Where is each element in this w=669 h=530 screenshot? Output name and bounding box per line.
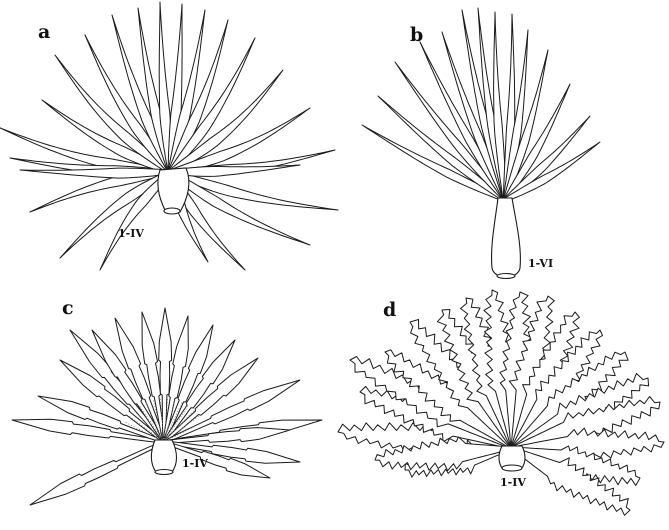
panel-d (337, 289, 665, 516)
panel-d-serrated-scale (374, 436, 513, 472)
panel-c-achene-mouth (154, 468, 174, 476)
panel-c-scale (162, 324, 214, 443)
panel-a-bristle (168, 69, 284, 174)
panel-b-bristle (503, 115, 591, 202)
panel-c-scale (37, 395, 165, 444)
panel-d-serrated-scale (511, 446, 631, 516)
panel-b-letter: b (410, 24, 423, 46)
panel-c-achene-base (150, 439, 178, 473)
panel-c-scale (162, 315, 189, 443)
panel-a-bristle (169, 169, 339, 211)
panel-c-scale (11, 418, 165, 444)
panel-a-bristle (158, 1, 173, 173)
panel-c-scale-label: 1-IV (182, 457, 208, 470)
panel-c (11, 307, 323, 506)
panel-b (361, 7, 601, 280)
panel-c-scale (114, 317, 166, 443)
panel-b-bristle (377, 95, 507, 202)
panel-c-scale (163, 440, 271, 479)
panel-a-letter: a (38, 21, 50, 43)
panel-d-letter: d (383, 299, 396, 321)
panel-c-letter: c (62, 297, 74, 319)
panel-c-scale (162, 357, 259, 444)
panel-a-bristle (19, 167, 171, 179)
panel-d-achene-mouth (501, 464, 523, 472)
panel-d-scale-label: 1-IV (500, 476, 526, 489)
panel-a-scale-label: 1-IV (118, 227, 144, 240)
panel-b-bristle (394, 61, 507, 202)
panel-b-bristle (493, 11, 508, 201)
panel-b-bristle (503, 141, 601, 202)
panel-a-bristle (168, 107, 311, 175)
panel-a-achene-mouth (163, 207, 181, 215)
panel-c-scale (59, 359, 166, 444)
panel-a-bristle (167, 19, 229, 174)
panel-c-scale (163, 427, 291, 444)
panel-b-achene-mouth (496, 272, 516, 280)
panel-a-bristle (167, 37, 256, 174)
panel-b-bristle (361, 124, 507, 203)
panel-b-scale-label: 1-VI (528, 257, 553, 270)
panel-a (0, 1, 339, 271)
panel-a-bristle (169, 164, 301, 177)
panel-a-bristle (99, 170, 173, 271)
panel-c-scale (163, 379, 301, 444)
panel-c-scale (29, 440, 165, 506)
panel-b-bristle (502, 29, 529, 201)
panel-b-achene-base (491, 197, 521, 278)
panel-c-scale (91, 329, 166, 444)
panel-b-bristle (502, 49, 549, 201)
panel-c-scale (141, 311, 166, 443)
panel-a-bristle (41, 99, 172, 175)
panel-b-bristle (502, 83, 571, 202)
panel-a-bristle (59, 169, 172, 259)
